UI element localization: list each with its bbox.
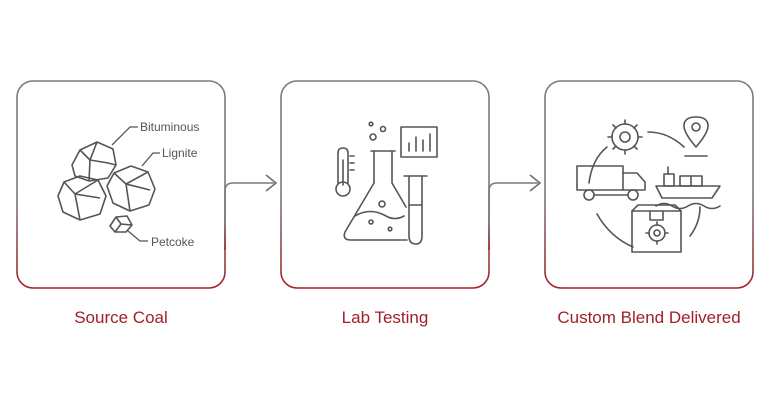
location-pin-icon	[683, 116, 709, 157]
arrow-head-2	[529, 174, 542, 192]
gear-icon	[607, 119, 643, 155]
bubble-icon	[369, 133, 377, 141]
coal-lumps-icon	[57, 141, 156, 233]
connector-arrow-1	[224, 182, 274, 250]
coal-label-bituminous: Bituminous	[140, 120, 199, 134]
thermometer-icon	[335, 147, 355, 197]
step-1-frame	[16, 80, 226, 289]
connector-arrow-2	[488, 182, 538, 250]
step-1-caption: Source Coal	[74, 308, 168, 327]
lab-flask-icon	[335, 121, 438, 245]
coal-label-petcoke: Petcoke	[151, 235, 195, 249]
step-3-frame	[544, 80, 754, 289]
package-box-icon	[631, 204, 682, 253]
step-2-frame	[280, 80, 490, 289]
step-2-caption: Lab Testing	[341, 308, 429, 327]
ship-icon	[655, 166, 721, 210]
arrow-head-1	[265, 174, 278, 192]
logistics-cycle-icon	[576, 116, 721, 253]
coal-label-lignite: Lignite	[162, 146, 198, 160]
truck-icon	[576, 165, 646, 201]
step-3-caption: Custom Blend Delivered	[557, 308, 741, 327]
bar-chart-icon	[400, 126, 438, 158]
coal-leader-lines	[111, 126, 160, 242]
